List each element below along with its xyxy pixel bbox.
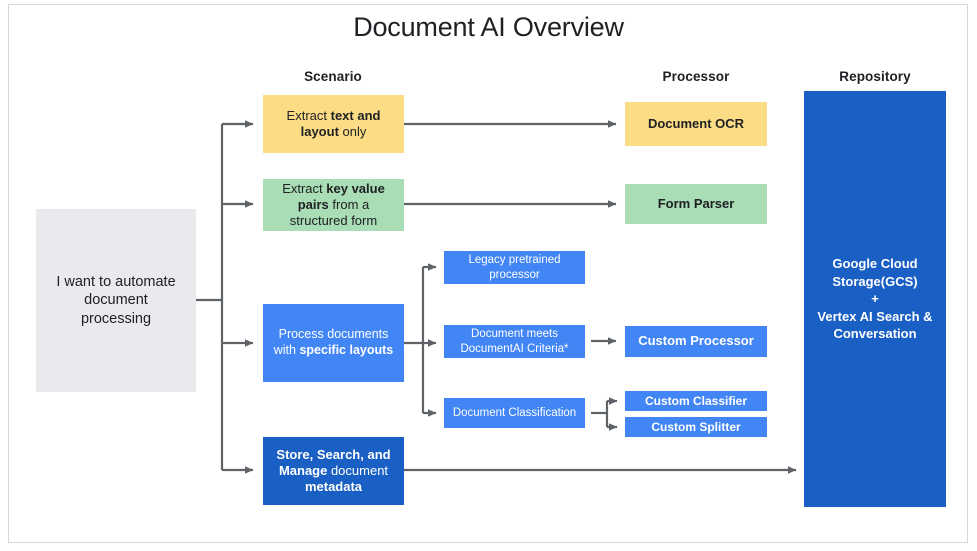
scenario-1-part-1: key value pairs — [297, 180, 385, 212]
scenario-box-store-search-manage[interactable]: Store, Search, and Manage document metad… — [263, 437, 404, 505]
decision-label-document-classification: Document Classification — [452, 406, 577, 419]
decision-box-document-classification[interactable]: Document Classification — [444, 398, 585, 428]
scenario-box-key-value-pairs[interactable]: Extract key value pairs from a structure… — [263, 179, 404, 231]
repository-line-1: Google Cloud — [832, 256, 918, 272]
repository-label: Google Cloud Storage(GCS) + Vertex AI Se… — [804, 255, 946, 343]
processor-label-custom-splitter: Custom Splitter — [651, 419, 741, 434]
scenario-box-text-and-layout[interactable]: Extract text and layout only — [263, 95, 404, 153]
input-line-2: document — [84, 292, 148, 309]
input-line-1: I want to automate — [56, 274, 176, 291]
page-title: Document AI Overview — [353, 12, 624, 42]
repository-line-4: Conversation — [833, 326, 917, 342]
scenario-label-text-and-layout: Extract text and layout only — [263, 108, 404, 141]
repository-line-3: Vertex AI Search & — [817, 308, 933, 324]
repository-box-gcs-vertex[interactable]: Google Cloud Storage(GCS) + Vertex AI Se… — [804, 91, 946, 507]
processor-label-custom-classifier: Custom Classifier — [644, 393, 748, 408]
decision-label-legacy-pretrained: Legacy pretrained processor — [468, 254, 561, 281]
decision-box-legacy-pretrained[interactable]: Legacy pretrained processor — [444, 251, 585, 284]
scenario-label-specific-layouts: Process documents with specific layouts — [263, 327, 404, 358]
scenario-0-part-1: text and layout — [300, 107, 381, 139]
scenario-3-part-1: document — [327, 462, 389, 478]
processor-box-custom-processor[interactable]: Custom Processor — [625, 326, 767, 357]
scenario-3-part-2: metadata — [304, 479, 363, 495]
scenario-1-part-0: Extract — [282, 180, 327, 196]
scenario-0-part-2: only — [338, 124, 367, 139]
processor-box-form-parser[interactable]: Form Parser — [625, 184, 767, 224]
repository-line-2: Storage(GCS) — [832, 273, 918, 289]
processor-box-custom-classifier[interactable]: Custom Classifier — [625, 391, 767, 411]
processor-box-custom-splitter[interactable]: Custom Splitter — [625, 417, 767, 437]
repository-plus: + — [871, 291, 879, 307]
column-header-repository: Repository — [839, 69, 911, 84]
processor-label-form-parser: Form Parser — [657, 195, 735, 211]
scenario-3-part-0: Store, Search, and Manage — [276, 446, 391, 478]
processor-box-document-ocr[interactable]: Document OCR — [625, 102, 767, 146]
scenario-label-key-value-pairs: Extract key value pairs from a structure… — [263, 181, 404, 230]
scenario-box-specific-layouts[interactable]: Process documents with specific layouts — [263, 304, 404, 382]
scenario-2-part-1: specific layouts — [299, 343, 394, 357]
input-box-label: I want to automate document processing — [36, 273, 196, 327]
decision-label-documentai-criteria: Document meets DocumentAI Criteria* — [460, 328, 569, 355]
column-header-scenario: Scenario — [304, 69, 362, 84]
decision-box-documentai-criteria[interactable]: Document meets DocumentAI Criteria* — [444, 325, 585, 358]
input-box-automate-document-processing[interactable]: I want to automate document processing — [36, 209, 196, 392]
scenario-0-part-0: Extract — [286, 107, 331, 123]
column-header-processor: Processor — [662, 69, 730, 84]
scenario-label-store-search-manage: Store, Search, and Manage document metad… — [263, 447, 404, 496]
processor-label-document-ocr: Document OCR — [647, 115, 745, 131]
input-line-3: processing — [80, 310, 152, 327]
processor-label-custom-processor: Custom Processor — [638, 333, 754, 349]
scenario-2-part-0: Process documents with — [273, 327, 389, 357]
scenario-1-part-2: from a structured form — [289, 196, 378, 229]
